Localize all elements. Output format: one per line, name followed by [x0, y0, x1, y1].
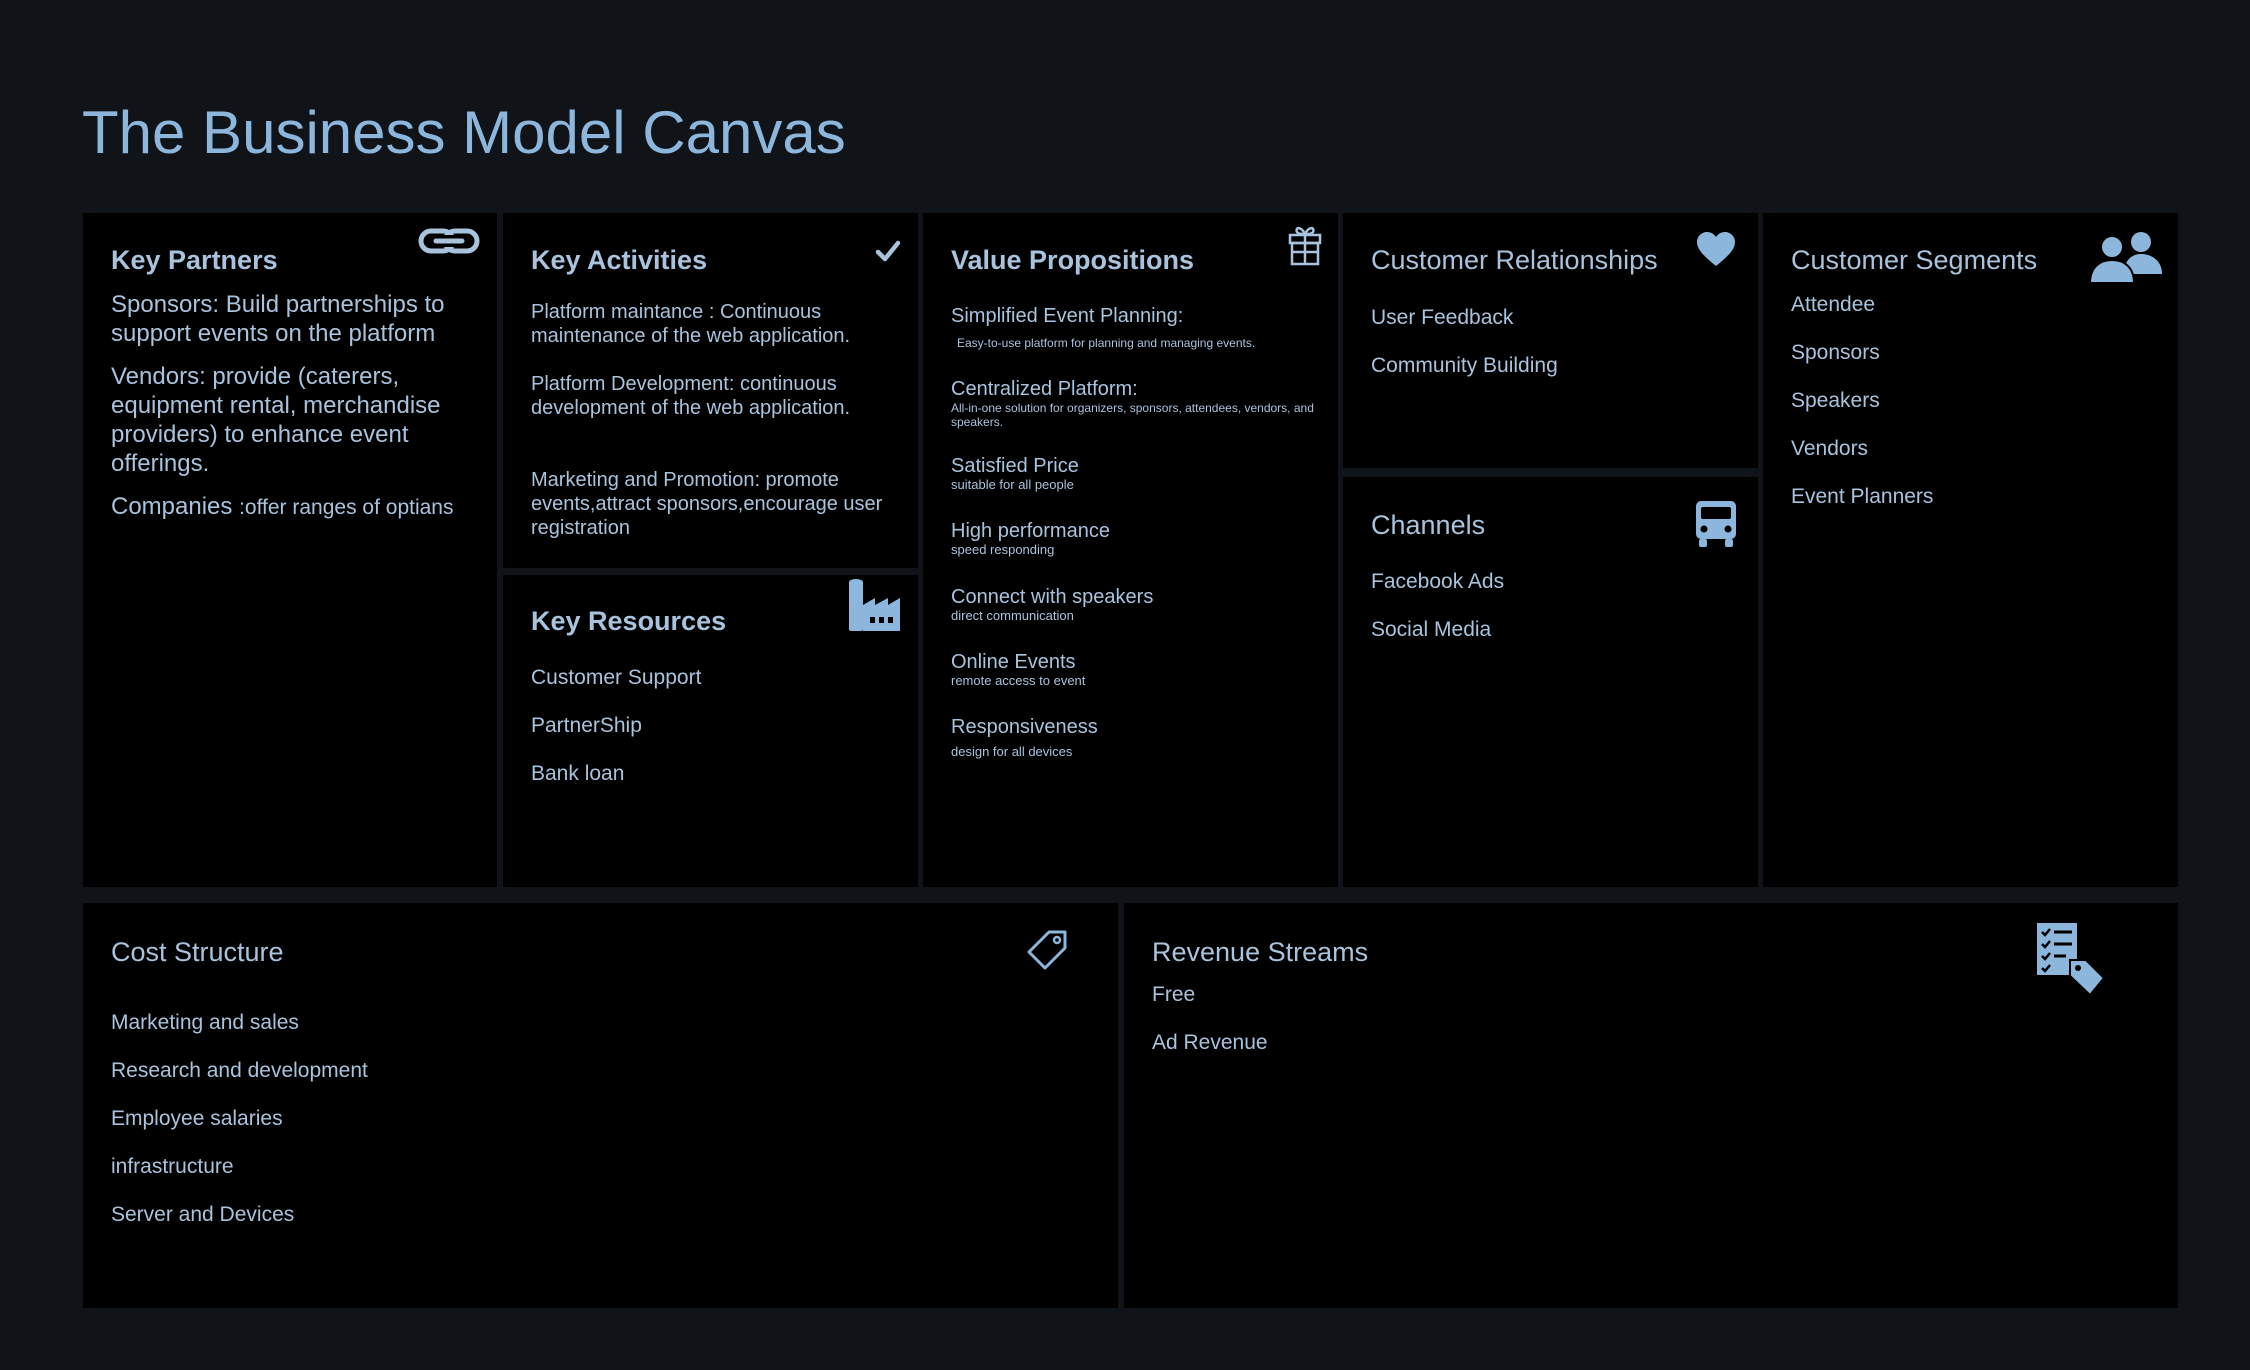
customer-relationships-block: Customer Relationships User Feedback Com… [1343, 213, 1758, 468]
value-prop-item: Connect with speakers direct communicati… [951, 586, 1154, 623]
customer-segments-block: Customer Segments Attendee Sponsors Spea… [1763, 213, 2178, 887]
key-activity-item: Marketing and Promotion: promote events,… [531, 469, 883, 539]
key-activity-item: Platform maintance : Continuous maintena… [531, 301, 851, 347]
customer-relationships-title: Customer Relationships [1371, 245, 1658, 275]
list-item: Free [1152, 983, 1196, 1006]
list-item: Employee salaries [111, 1107, 283, 1130]
customer-segments-title: Customer Segments [1791, 245, 2038, 275]
key-activities-title: Key Activities [531, 245, 708, 275]
key-resources-block: Key Resources Customer Support PartnerSh… [503, 575, 918, 887]
link-icon [418, 226, 480, 256]
list-item: Marketing and sales [111, 1011, 299, 1034]
value-prop-item: Centralized Platform: All-in-one solutio… [951, 378, 1314, 429]
value-prop-item: High performance speed responding [951, 520, 1110, 557]
key-partners-title: Key Partners [111, 245, 278, 275]
value-prop-item: Simplified Event Planning: Easy-to-use p… [951, 305, 1256, 350]
customer-segments-list: Attendee Sponsors Speakers Vendors Event… [1791, 292, 2158, 509]
cost-structure-block: Cost Structure Marketing and sales Resea… [83, 903, 1118, 1308]
checkmark-icon [875, 239, 901, 263]
key-resources-title: Key Resources [531, 606, 727, 636]
list-item: Bank loan [531, 762, 625, 785]
users-icon [2088, 230, 2164, 284]
value-prop-item: Satisfied Price suitable for all people [951, 455, 1079, 492]
revenue-streams-block: Revenue Streams Free Ad Revenue [1124, 903, 2178, 1308]
value-propositions-title: Value Propositions [951, 245, 1195, 275]
list-item: Community Building [1371, 354, 1558, 377]
key-partners-block: Key Partners Sponsors: Build partnership… [83, 213, 497, 887]
list-item: infrastructure [111, 1155, 234, 1178]
customer-relationships-list: User Feedback Community Building [1371, 305, 1738, 378]
value-prop-item: Responsiveness design for all devices [951, 716, 1098, 759]
companies-text: :offer ranges of optians [239, 496, 454, 519]
key-activities-block: Key Activities Platform maintance : Cont… [503, 213, 918, 568]
list-item: Facebook Ads [1371, 570, 1505, 593]
list-item: Research and development [111, 1059, 368, 1082]
revenue-streams-title: Revenue Streams [1152, 937, 1369, 967]
list-item: Vendors [1791, 437, 1869, 460]
list-item: Speakers [1791, 389, 1880, 412]
truck-icon [1694, 499, 1738, 549]
cost-structure-title: Cost Structure [111, 937, 284, 967]
list-item: Ad Revenue [1152, 1031, 1268, 1054]
channels-block: Channels Facebook Ads Social Media [1343, 477, 1758, 887]
cost-structure-list: Marketing and sales Research and develop… [111, 1010, 1098, 1227]
revenue-streams-list: Free Ad Revenue [1152, 982, 2158, 1055]
list-item: Customer Support [531, 666, 702, 689]
price-list-icon [2034, 920, 2106, 998]
key-partner-item-sponsors: Sponsors: Build partnerships to support … [111, 291, 445, 347]
value-propositions-block: Value Propositions Simplified Event Plan… [923, 213, 1338, 887]
tag-icon [1027, 929, 1069, 971]
key-partner-item-companies: Companies :offer ranges of optians [111, 492, 473, 522]
factory-icon [848, 579, 902, 634]
companies-label: Companies [111, 493, 240, 520]
key-partner-item-vendors: Vendors: provide (caterers, equipment re… [111, 363, 441, 477]
list-item: Event Planners [1791, 485, 1934, 508]
channels-list: Facebook Ads Social Media [1371, 569, 1738, 642]
list-item: Server and Devices [111, 1203, 295, 1226]
list-item: User Feedback [1371, 306, 1514, 329]
key-activity-item: Platform Development: continuous develop… [531, 373, 851, 419]
heart-icon [1695, 230, 1737, 268]
value-prop-item: Online Events remote access to event [951, 651, 1086, 688]
list-item: Attendee [1791, 293, 1876, 316]
list-item: Sponsors [1791, 341, 1880, 364]
list-item: PartnerShip [531, 714, 642, 737]
page-title: The Business Model Canvas [82, 99, 846, 166]
channels-title: Channels [1371, 510, 1486, 540]
list-item: Social Media [1371, 618, 1492, 641]
key-resources-list: Customer Support PartnerShip Bank loan [531, 665, 898, 786]
gift-icon [1288, 224, 1322, 266]
